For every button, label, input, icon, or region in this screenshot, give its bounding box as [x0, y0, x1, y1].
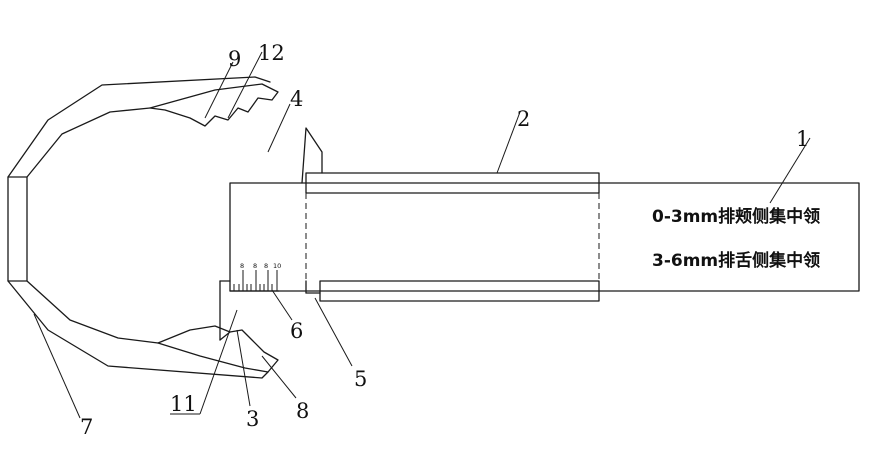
- leader-12: [227, 51, 263, 119]
- leader-9: [204, 61, 234, 119]
- label-8: 8: [296, 399, 309, 423]
- scale-number: 8: [264, 262, 268, 270]
- leader-lines: [33, 51, 811, 419]
- lower-jaw-teeth: [157, 325, 279, 373]
- arch-back-block: [7, 176, 28, 282]
- leader-1: [769, 137, 811, 204]
- note-line-1: 0-3mm排颊侧集中领: [652, 206, 820, 227]
- part-labels: 1 2 4 9 12 6 5 8 11 3 7: [80, 41, 809, 439]
- label-4: 4: [290, 87, 303, 111]
- sleeve-body: [229, 182, 860, 292]
- upper-jaw-teeth: [149, 83, 279, 127]
- leader-3: [236, 329, 251, 407]
- pointer-blade: [301, 127, 323, 184]
- note-line-2: 3-6mm排舌侧集中领: [652, 250, 820, 271]
- scale-number: 8: [253, 262, 257, 270]
- label-5: 5: [354, 367, 367, 391]
- leader-4: [267, 103, 291, 153]
- label-12: 12: [258, 41, 285, 65]
- arch-upper-outer: [7, 76, 271, 178]
- arch-lower-outer: [7, 280, 269, 379]
- leader-5: [314, 297, 353, 367]
- arch-frame: [7, 76, 271, 379]
- label-9: 9: [228, 47, 241, 71]
- label-3: 3: [246, 407, 259, 431]
- slider-upper-bar: [305, 172, 600, 194]
- arch-upper-inner: [26, 107, 151, 178]
- leader-8: [261, 355, 297, 399]
- label-2: 2: [517, 107, 530, 131]
- label-7: 7: [80, 415, 93, 439]
- label-1: 1: [796, 127, 809, 151]
- leader-2: [496, 111, 521, 174]
- scale-number: 10: [273, 262, 281, 270]
- scale-plate: 8 8 8 10: [219, 262, 281, 341]
- label-6: 6: [290, 319, 303, 343]
- leader-6: [271, 289, 293, 321]
- slider-lower-bar: [319, 280, 600, 302]
- scale-number: 8: [240, 262, 244, 270]
- leader-7: [33, 313, 81, 419]
- leader-11: [199, 309, 238, 415]
- label-11: 11: [170, 392, 197, 416]
- arch-lower-inner: [26, 280, 159, 344]
- inner-slider: [305, 172, 600, 302]
